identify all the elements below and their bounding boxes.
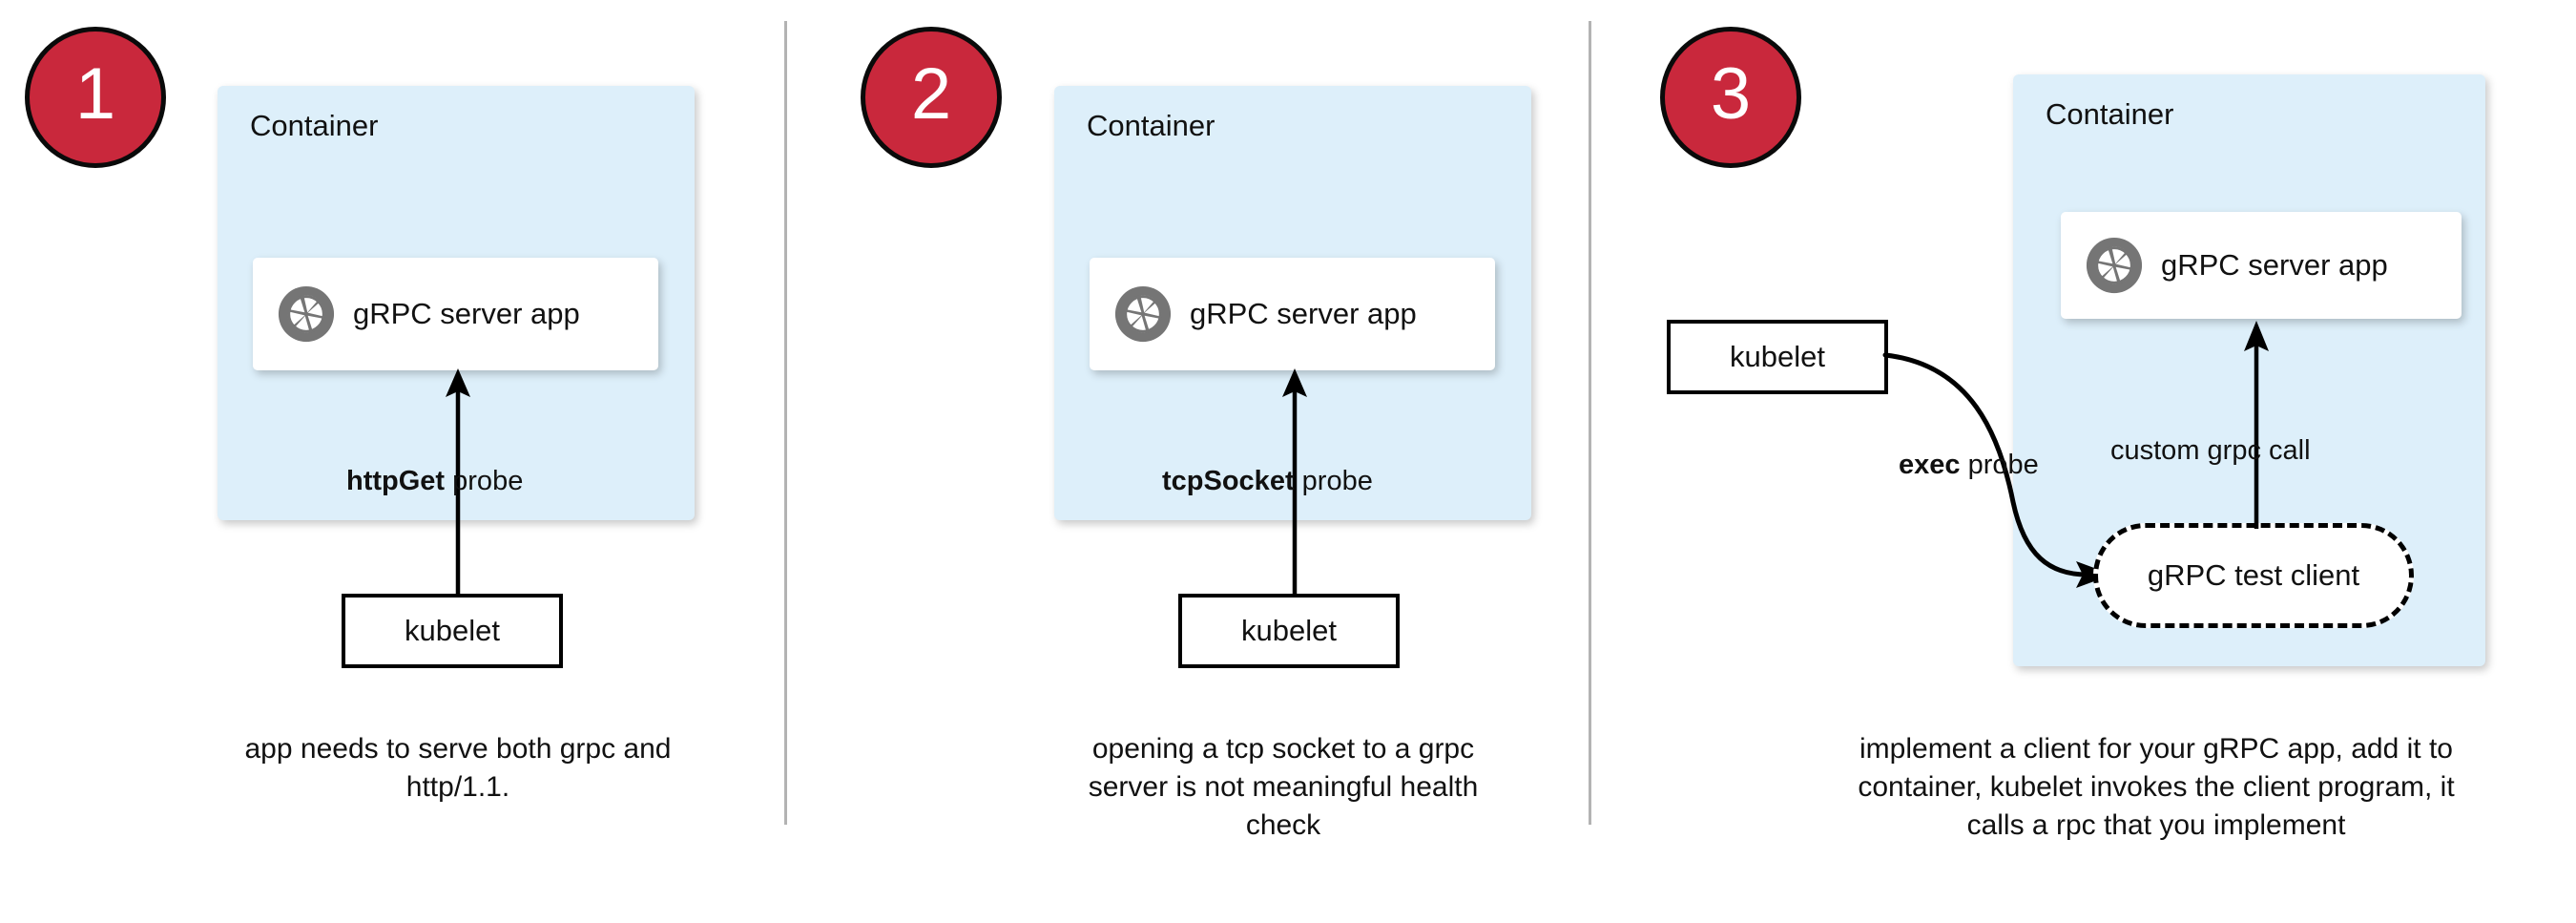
kubelet-box-2: kubelet [1178,594,1400,668]
grpc-server-app-label-1: gRPC server app [353,297,580,330]
custom-grpc-call-label: custom grpc call [2110,435,2311,467]
kubelet-box-1: kubelet [342,594,563,668]
grpc-aperture-icon [1113,284,1173,344]
httpget-probe-label-bold: httpGet [346,466,446,496]
custom-grpc-call-text: custom grpc call [2110,435,2311,466]
step-badge-3-number: 3 [1710,53,1752,135]
kubelet-label-3: kubelet [1730,340,1825,373]
grpc-server-app-card-1: gRPC server app [253,258,658,370]
panel-caption-1: app needs to serve both grpc and http/1.… [244,733,672,803]
grpc-server-app-card-2: gRPC server app [1090,258,1495,370]
tcpsocket-probe-label: tcpSocket probe [1162,466,1373,497]
kubelet-label-2: kubelet [1241,614,1337,647]
container-label-1: Container [250,109,379,142]
container-label-2: Container [1087,109,1215,142]
panel-divider-1 [784,21,787,825]
step-badge-3: 3 [1660,27,1801,168]
step-badge-2: 2 [861,27,1002,168]
container-label-3: Container [2046,97,2174,131]
exec-probe-label-rest: probe [1960,450,2039,480]
httpget-probe-arrow [446,368,470,601]
grpc-server-app-card-3: gRPC server app [2061,212,2462,319]
tcpsocket-probe-label-bold: tcpSocket [1162,466,1295,496]
custom-grpc-call-arrow [2244,321,2269,529]
step-badge-2-number: 2 [910,53,952,135]
kubelet-label-1: kubelet [405,614,500,647]
grpc-aperture-icon [2085,236,2144,295]
grpc-test-client-label: gRPC test client [2147,558,2360,592]
panel-divider-2 [1589,21,1591,825]
grpc-server-app-label-2: gRPC server app [1190,297,1417,330]
grpc-server-app-label-3: gRPC server app [2161,248,2388,282]
tcpsocket-probe-label-rest: probe [1294,466,1373,496]
step-badge-1: 1 [25,27,166,168]
grpc-test-client-pill: gRPC test client [2093,523,2414,628]
step-badge-1-number: 1 [74,53,116,135]
kubelet-box-3: kubelet [1667,320,1888,394]
httpget-probe-label-rest: probe [445,466,524,496]
exec-probe-label-bold: exec [1899,450,1961,480]
tcpsocket-probe-arrow [1282,368,1307,601]
grpc-aperture-icon [277,284,336,344]
httpget-probe-label: httpGet probe [346,466,523,497]
exec-probe-label: exec probe [1899,450,2039,481]
panel-caption-2: opening a tcp socket to a grpc server is… [1088,733,1479,841]
panel-caption-3: implement a client for your gRPC app, ad… [1858,733,2455,841]
